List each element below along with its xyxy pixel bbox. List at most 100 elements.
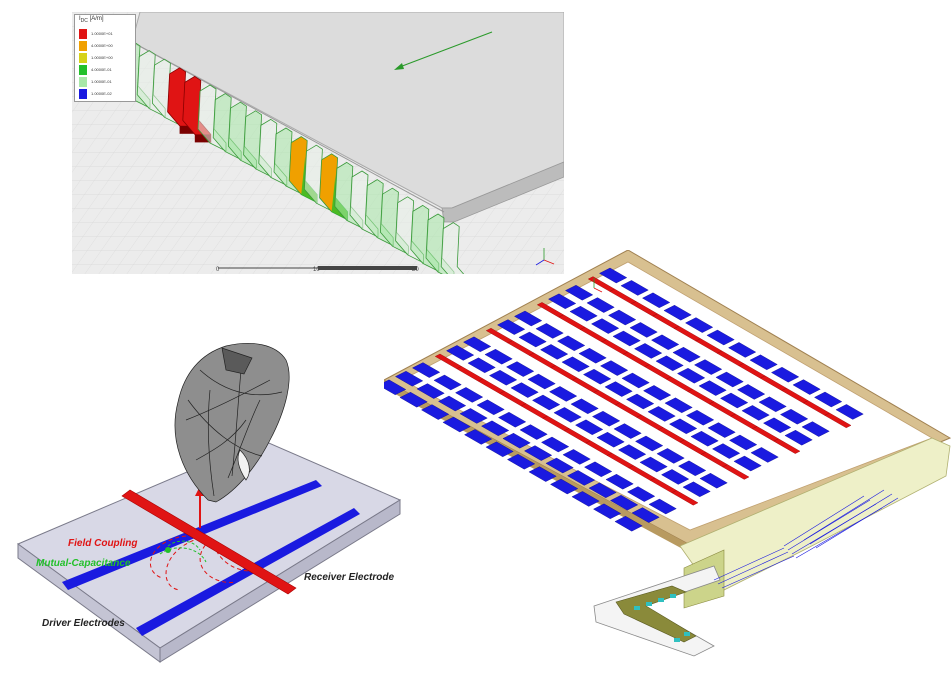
sensor-cell-blue [643, 385, 672, 401]
sensor-cell-blue [621, 372, 650, 389]
sensor-cell-blue [612, 330, 641, 347]
sensor-cell-blue [596, 431, 625, 448]
sensor-cell-blue [613, 423, 642, 439]
sensor-cell-blue [663, 304, 692, 321]
sensor-cell-blue [586, 297, 615, 313]
ic-lead [440, 222, 465, 274]
legend-value: 1.0000E-01 [91, 79, 112, 84]
sensor-cell-blue [780, 408, 809, 425]
legend-value: 1.0000E+00 [91, 55, 113, 60]
sensor-cell-blue [507, 453, 536, 470]
sensor-cell-blue [661, 469, 690, 485]
sensor-cell-blue [484, 348, 513, 365]
sensor-cell-blue [485, 441, 514, 458]
sensor-cell-blue [561, 356, 590, 373]
sensor-cell-blue [570, 398, 599, 415]
sensor-cell-blue [686, 409, 715, 426]
touch-sensing-diagram [16, 343, 402, 663]
sensor-cell-blue [541, 436, 570, 453]
sensor-cell-blue [605, 473, 634, 490]
sensor-cell-blue [557, 335, 586, 352]
sensor-cell-blue [604, 381, 633, 397]
sensor-cell-blue [690, 430, 719, 447]
sensor-cell-blue [634, 343, 663, 359]
sensor-cell-blue [399, 391, 428, 408]
sensor-cell-blue [502, 432, 531, 449]
sensor-cell-blue [591, 318, 620, 334]
sensor-cell-blue [618, 444, 647, 460]
sensor-cell-blue [664, 397, 693, 414]
mutual-capacitance-lines [159, 540, 207, 563]
sensor-cell-blue [741, 405, 770, 421]
sensor-cell-blue [620, 280, 649, 296]
sensor-cell-blue [733, 455, 762, 472]
sensor-cell-blue [584, 461, 613, 478]
sensor-cell-blue [553, 407, 582, 423]
sensor-cell-blue [750, 447, 779, 463]
sensor-cell-blue [476, 399, 505, 416]
sensor-cell-blue [446, 345, 475, 361]
flex-cable-pad [593, 565, 721, 657]
legend-swatch [79, 53, 87, 63]
sensor-cell-blue [442, 416, 471, 433]
sensor-cell-blue [715, 371, 744, 388]
sensor-cell-blue [578, 347, 607, 364]
sensor-cell-blue [535, 323, 564, 339]
sensor-cell-blue [416, 383, 445, 399]
sensor-cell-red [722, 464, 750, 480]
sensor-cell-blue [583, 368, 612, 385]
legend-swatch [79, 89, 87, 99]
sensor-cell-blue [498, 411, 527, 428]
sensor-cell-blue [575, 419, 604, 436]
sensor-cell-red [824, 412, 852, 429]
scale-label-10: 10 [313, 267, 320, 273]
sensor-cell-blue [421, 404, 450, 420]
sensor-cell-blue [763, 417, 792, 434]
sensor-cell-blue [749, 354, 778, 371]
sensor-cell-blue [464, 429, 493, 445]
sensor-cell-blue [567, 470, 596, 486]
legend-value: 1.0000E+01 [91, 31, 113, 36]
sensor-cell-blue [610, 494, 639, 511]
sensor-cell-blue [497, 319, 526, 335]
sensor-cell-blue [524, 445, 553, 461]
sensor-cell-blue [550, 478, 579, 495]
legend-swatch [79, 77, 87, 87]
sensor-cell-blue [682, 481, 711, 498]
sensor-cell-blue [737, 384, 766, 400]
sensor-cell-blue [771, 366, 800, 383]
sensor-cell-blue [571, 491, 600, 507]
sensor-cell-blue [835, 404, 864, 420]
sensor-cell-blue [720, 392, 749, 409]
sensor-cell-blue [455, 387, 484, 403]
connector-pads [634, 594, 690, 642]
label-field-coupling: Field Coupling [68, 538, 138, 549]
ic-lead-foot [179, 125, 196, 134]
sensor-cell-blue [631, 507, 660, 523]
ic-simulation-view [72, 12, 564, 274]
scale-label-0: 0 [216, 267, 220, 273]
sensor-cell-blue [518, 331, 547, 348]
legend-swatch [79, 41, 87, 51]
flex-cable-traces [615, 585, 697, 643]
sensor-cell-blue [412, 362, 441, 378]
sensor-cell-blue [459, 408, 488, 424]
sensor-cell-blue [467, 357, 496, 374]
sensor-cell-blue [545, 457, 574, 474]
sensor-cell-blue [438, 395, 467, 412]
legend-swatch [79, 29, 87, 39]
sensor-cell-blue [647, 406, 676, 422]
sensor-cell-blue [562, 449, 591, 465]
sensor-cell-blue [698, 380, 727, 396]
label-mutual-capacitance: Mutual-Capacitance [36, 558, 131, 569]
sensor-array-panel [384, 250, 952, 688]
sensor-array-view [384, 250, 952, 657]
label-driver-electrodes: Driver Electrodes [42, 618, 125, 629]
sensor-cell-blue [656, 448, 685, 464]
sensor-cell-blue [639, 456, 668, 473]
sensor-cell-blue [599, 267, 628, 284]
sensor-cell-blue [608, 309, 637, 326]
receiver-electrode [121, 489, 297, 595]
sensor-cell-blue [569, 305, 598, 322]
